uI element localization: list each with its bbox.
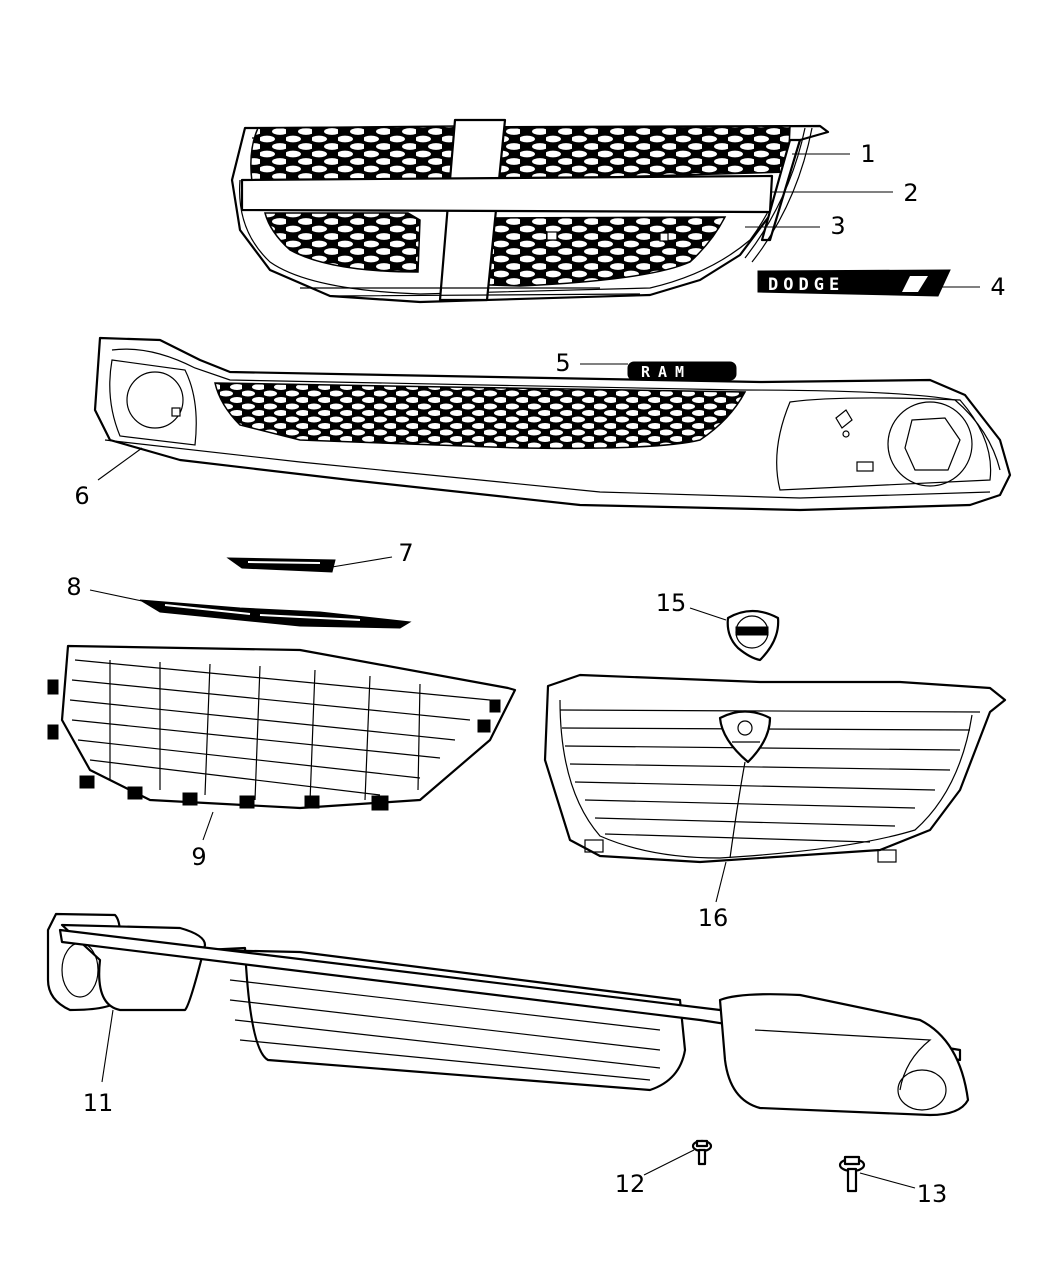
- callout-13: 13: [916, 1180, 948, 1208]
- lancia-vertical-bar-grille[interactable]: [543, 673, 1007, 864]
- callout-5: 5: [555, 349, 571, 377]
- lower-fascia-grille-fog-bezels[interactable]: [46, 912, 970, 1117]
- callout-8: 8: [66, 573, 82, 601]
- ram-badge[interactable]: RAM: [627, 361, 737, 381]
- lancia-shield-emblem[interactable]: [726, 609, 780, 662]
- ram-badge-text: RAM: [641, 363, 692, 381]
- callout-2: 2: [903, 179, 919, 207]
- callout-3: 3: [830, 212, 846, 240]
- dodge-badge[interactable]: DODGE: [757, 269, 951, 297]
- screw-flange[interactable]: [838, 1155, 866, 1193]
- callout-4: 4: [990, 273, 1006, 301]
- upper-crosshair-grille[interactable]: [230, 118, 830, 304]
- callout-12: 12: [614, 1170, 646, 1198]
- outer-trim-strip[interactable]: [760, 138, 802, 242]
- horizontal-bar-grille[interactable]: [47, 644, 517, 811]
- callout-16: 16: [697, 904, 729, 932]
- screw-small[interactable]: [691, 1139, 713, 1166]
- callout-1: 1: [860, 140, 876, 168]
- callout-15: 15: [655, 589, 687, 617]
- callout-11: 11: [82, 1089, 114, 1117]
- callout-9: 9: [191, 843, 207, 871]
- grille-top-molding[interactable]: [139, 599, 412, 629]
- callout-7: 7: [398, 539, 414, 567]
- callout-6: 6: [74, 482, 90, 510]
- lower-fascia-grille[interactable]: [93, 336, 1012, 512]
- dodge-badge-text: DODGE: [768, 275, 844, 295]
- chrome-surround[interactable]: [744, 127, 813, 263]
- chrysler-wing-emblem[interactable]: [226, 557, 336, 573]
